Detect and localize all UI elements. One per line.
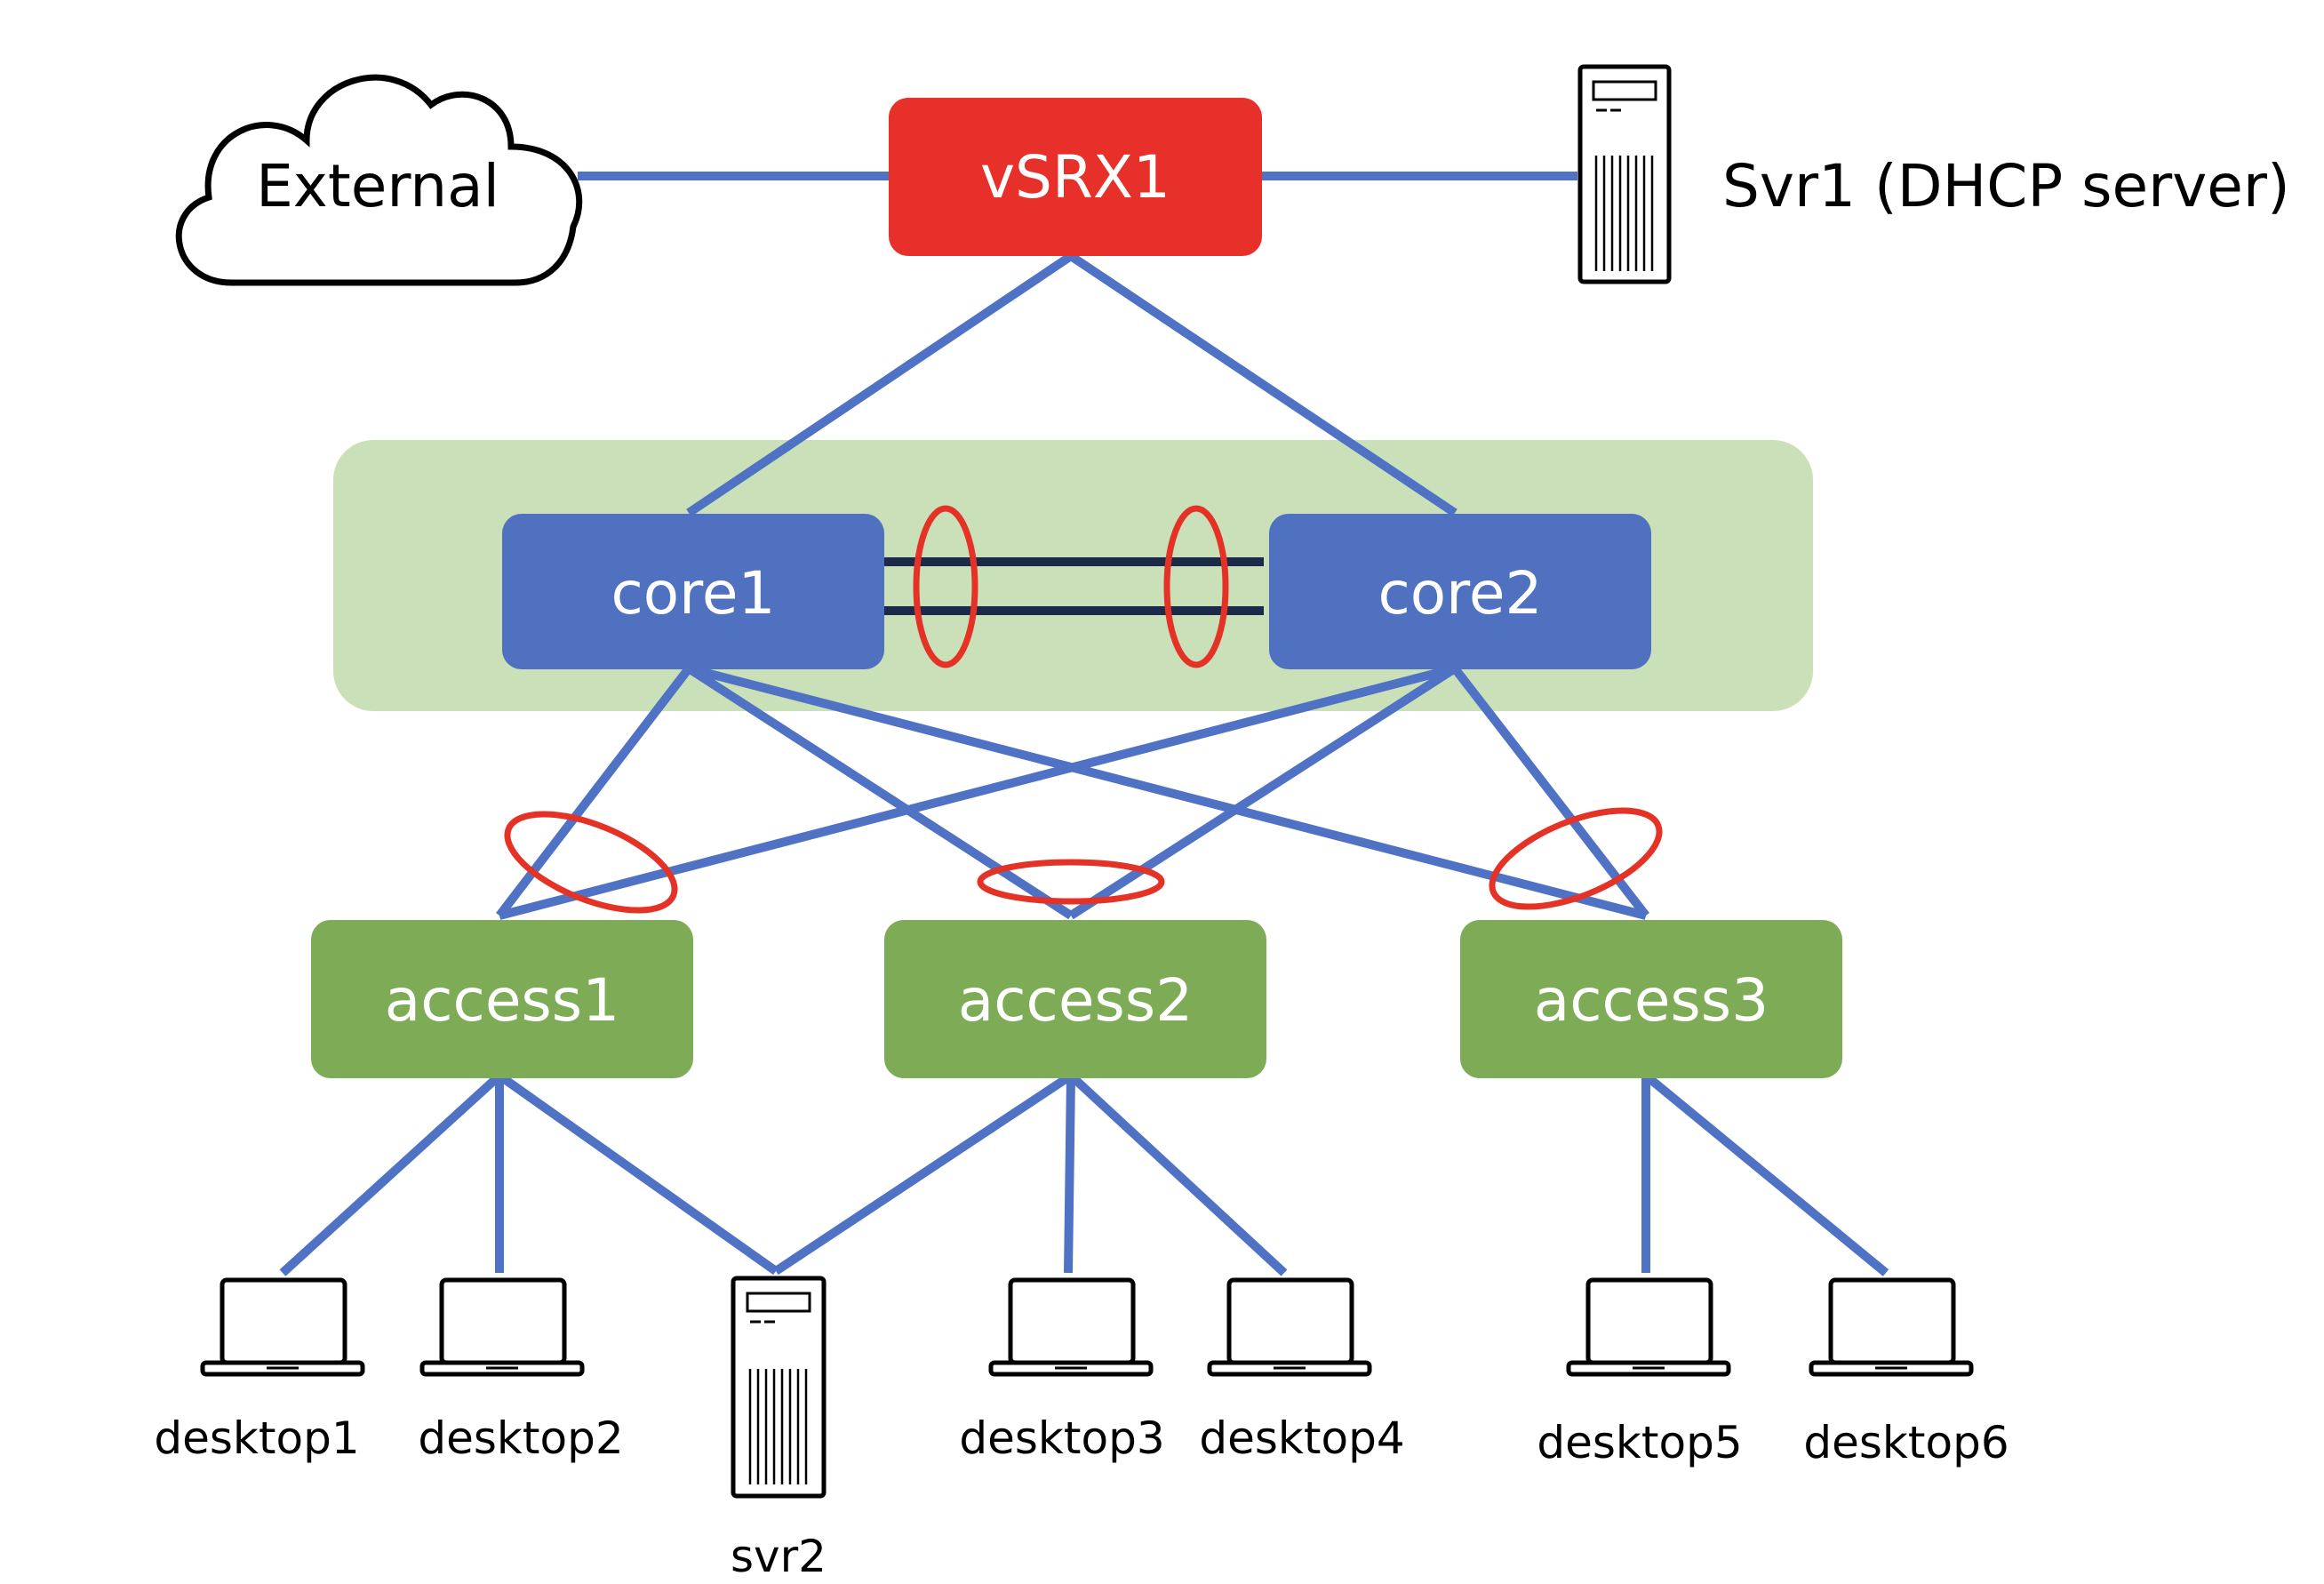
- access-switch-access2[interactable]: access2: [884, 920, 1266, 1078]
- lag-ring-trunk-right: [1163, 505, 1229, 668]
- link-vsrx1-core2: [1068, 252, 1457, 517]
- lag-ring-access1: [504, 811, 678, 914]
- laptop-icon[interactable]: [1566, 1277, 1731, 1377]
- access3-label: access3: [1534, 966, 1769, 1035]
- external-label: External: [256, 152, 499, 220]
- core2-label: core2: [1378, 559, 1543, 628]
- firewall-vsrx1[interactable]: vSRX1: [889, 98, 1262, 256]
- access-switch-access1[interactable]: access1: [311, 920, 693, 1078]
- links: [279, 172, 1889, 1276]
- link-vsrx1-core1: [686, 252, 1074, 517]
- access2-label: access2: [958, 966, 1193, 1035]
- desktop1-label: desktop1: [154, 1412, 359, 1464]
- link-access1-desktop1: [279, 1072, 503, 1276]
- svr1-label: Svr1 (DHCP server): [1722, 152, 2290, 220]
- desktop5-label: desktop5: [1537, 1417, 1742, 1468]
- link-core2-access2: [1068, 664, 1457, 920]
- link-access1-svr2: [497, 1071, 779, 1276]
- core1-label: core1: [611, 559, 776, 628]
- link-core1-access3: [687, 664, 1648, 920]
- core-switch-core2[interactable]: core2: [1269, 514, 1651, 669]
- svr2-label: svr2: [731, 1531, 827, 1582]
- link-access2-desktop4: [1067, 1072, 1288, 1276]
- vsrx1-label: vSRX1: [980, 143, 1170, 212]
- desktop6-label: desktop6: [1803, 1417, 2009, 1468]
- link-core1-access2: [686, 664, 1074, 920]
- link-core2-access3: [1451, 665, 1649, 919]
- access-switch-access3[interactable]: access3: [1460, 920, 1842, 1078]
- laptop-icon[interactable]: [419, 1277, 585, 1377]
- lag-ring-trunk-left: [913, 505, 978, 668]
- desktop3-label: desktop3: [959, 1412, 1164, 1464]
- core-switch-core1[interactable]: core1: [502, 514, 884, 669]
- access1-label: access1: [385, 966, 619, 1035]
- link-access2-desktop3: [1064, 1075, 1075, 1274]
- laptop-icon[interactable]: [988, 1277, 1154, 1377]
- lag-ring-access3: [1489, 807, 1663, 910]
- laptop-icon[interactable]: [1809, 1277, 1974, 1377]
- cloud-icon: [175, 74, 583, 286]
- link-core2-access1: [498, 664, 1457, 920]
- laptop-icon[interactable]: [1207, 1277, 1372, 1377]
- desktop2-label: desktop2: [418, 1412, 623, 1464]
- desktop4-label: desktop4: [1199, 1412, 1404, 1464]
- laptop-icon[interactable]: [200, 1277, 365, 1377]
- lag-ring-access2: [977, 859, 1165, 905]
- server-icon[interactable]: [1577, 64, 1672, 284]
- link-access3-desktop6: [1642, 1072, 1889, 1276]
- link-access2-svr2: [773, 1071, 1074, 1276]
- server-icon[interactable]: [731, 1276, 827, 1499]
